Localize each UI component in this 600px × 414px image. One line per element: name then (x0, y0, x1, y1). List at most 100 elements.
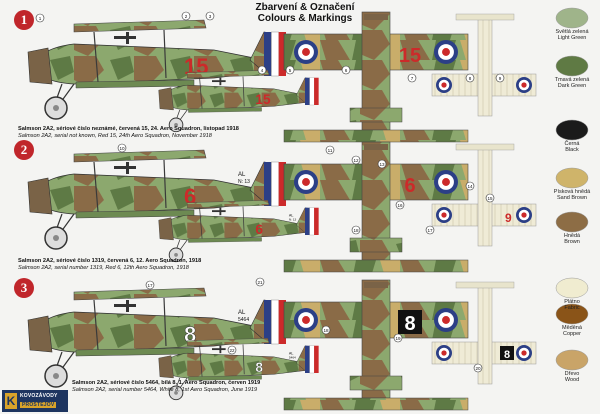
side-profile-1: 15 (27, 19, 286, 120)
callout-label: 7 (411, 76, 414, 81)
gun (212, 80, 226, 83)
swatch-name-en: Dark Green (557, 83, 587, 90)
callout-label: 14 (467, 184, 473, 189)
title-czech: Zbarvení & Označení (255, 2, 355, 13)
serial-short: AL (289, 351, 294, 355)
engine-cowl (158, 87, 174, 111)
rudder-stripes (305, 345, 319, 374)
callout-11: 11 (325, 145, 335, 155)
scheme-caption-1: Salmson 2A2, sériové číslo neznámé, červ… (18, 126, 239, 139)
propeller (364, 14, 388, 20)
roundel-left (294, 40, 318, 64)
swatch-name-cz: Tmavá zelená (554, 77, 590, 83)
wing-code-white: 8 (404, 313, 415, 335)
callout-13: 13 (377, 159, 387, 169)
swatch-name-en: Fabric (564, 305, 580, 312)
caption-czech: Salmson 2A2, sériové číslo 1319, červená… (18, 258, 202, 264)
callout-21: 21 (255, 277, 265, 287)
swatch-brown (555, 211, 589, 233)
lower-wing-top (283, 397, 469, 411)
swatch-name-en: Black (565, 147, 579, 154)
underside-code: 8 (504, 349, 510, 361)
serial-number: 5464 (289, 356, 296, 360)
logo-mark: K (5, 393, 17, 409)
fuselage (33, 173, 265, 215)
fuselage (162, 214, 306, 241)
title-english: Colours & Markings (257, 13, 353, 24)
callout-label: 16 (397, 203, 403, 208)
roundel-under-left (436, 345, 452, 361)
engine-cowl (27, 47, 53, 85)
swatch-copper (555, 303, 589, 325)
serial-short: AL (238, 172, 246, 178)
swatch-name-cz: Písková hnědá (553, 189, 591, 195)
roundel-under-right (516, 77, 532, 93)
callout-3: 3 (205, 11, 215, 21)
logo-line1: KOVOZÁVODY (20, 393, 58, 399)
callout-1: 1 (35, 13, 45, 23)
underside-view-2: 9 (431, 143, 537, 247)
roundel-right (434, 40, 458, 64)
callout-16: 16 (395, 200, 405, 210)
callout-label: 3 (209, 14, 212, 19)
fuselage-code: 8 (255, 360, 263, 375)
roundel-under-left (436, 207, 452, 223)
caption-english: Salmson 2A2, serial number 5464, White 8… (72, 386, 258, 393)
callout-5: 5 (285, 65, 295, 75)
callout-label: 11 (328, 148, 333, 153)
swatch-name-cz: Světlá zelená (555, 29, 589, 35)
callout-label: 4 (261, 68, 264, 73)
rudder-stripes (264, 299, 286, 345)
logo-line2: PROSTĚJOV (20, 402, 57, 408)
callout-label: 18 (353, 228, 359, 233)
callout-18: 18 (321, 325, 331, 335)
swatch-name-en: Copper (562, 331, 582, 338)
fuselage (33, 43, 265, 85)
fuselage (162, 84, 306, 111)
serial-short: AL (289, 213, 294, 217)
engine-cowl (158, 217, 174, 241)
rudder-stripes (305, 207, 319, 236)
roundel-under-left (436, 77, 452, 93)
scheme-numbers: 123 (14, 10, 34, 298)
swatch-name-en: Brown (564, 239, 580, 246)
rudder-stripes (264, 161, 286, 207)
top-view-1: 15 (283, 11, 469, 143)
swatch-name-en: Light Green (557, 35, 587, 42)
scheme-number-text: 1 (21, 12, 28, 27)
fuselage-code: 15 (255, 92, 271, 107)
scheme-number-text: 2 (21, 142, 28, 157)
swatch-name-en: Sand Brown (557, 195, 587, 202)
gun (114, 304, 136, 307)
code-panel-under (500, 346, 514, 360)
roundel-left (294, 170, 318, 194)
callout-19: 19 (393, 333, 403, 343)
wing-code: 15 (399, 45, 421, 67)
callout-label: 8 (469, 76, 472, 81)
roundel-under-right (516, 345, 532, 361)
gun (114, 166, 136, 169)
lower-wing-top (283, 129, 469, 143)
caption-czech: Salmson 2A2, sériové číslo neznámé, červ… (18, 126, 239, 132)
swatch-name-cz: Černá (564, 141, 580, 147)
fuselage-underside (477, 15, 493, 117)
rudder-stripes (305, 77, 319, 106)
roundel-right (434, 170, 458, 194)
callout-label: 2 (185, 14, 188, 19)
side-profile-11: 15 (158, 70, 319, 133)
scheme-number-1: 1 (14, 10, 34, 30)
serial-short: AL (238, 310, 246, 316)
callout-7: 7 (407, 73, 417, 83)
serial-number: N: 13 (289, 218, 297, 222)
underside-view-1 (431, 13, 537, 117)
callout-22: 22 (227, 345, 237, 355)
top-views: 15688 (283, 11, 469, 411)
swatch-dark-green (555, 55, 589, 77)
page-title: Zbarvení & Označení Colours & Markings (250, 2, 360, 24)
